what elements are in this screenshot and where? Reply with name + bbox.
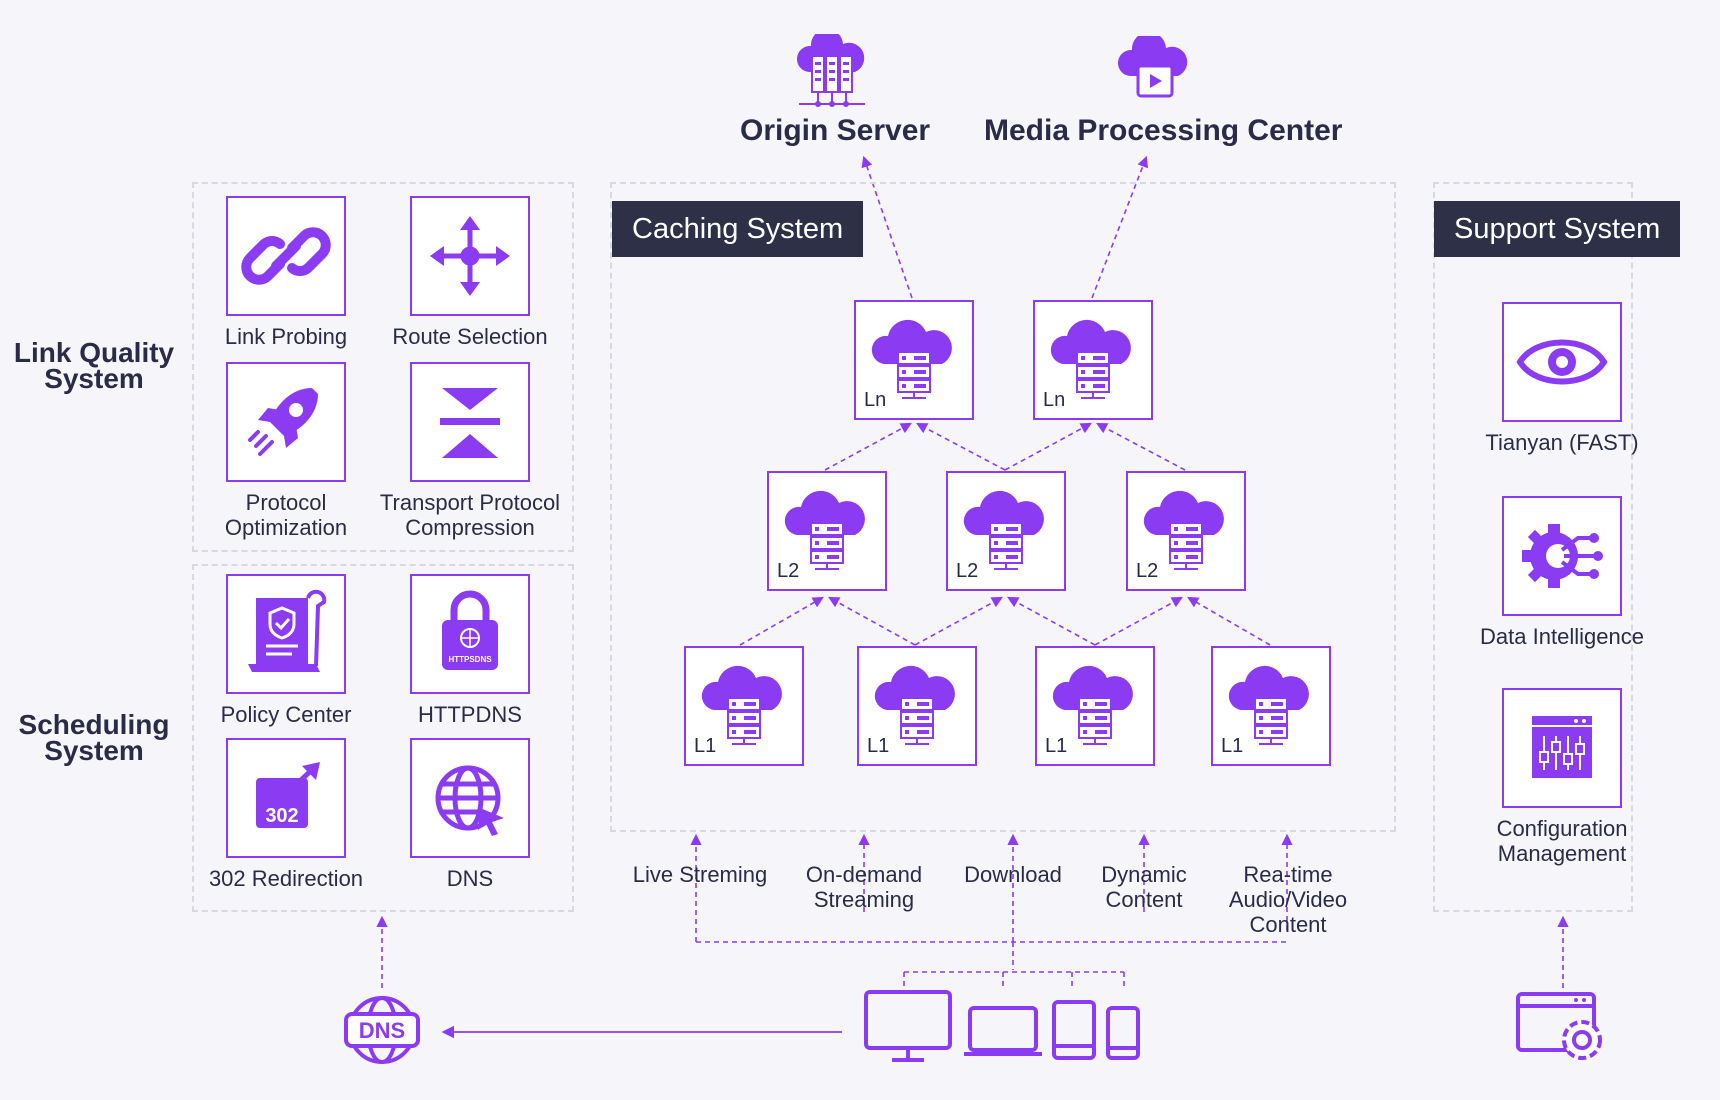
cloud-server-icon <box>874 665 955 745</box>
data-intelligence-label: Data Intelligence <box>1480 624 1644 649</box>
302-redirection-label: 302 Redirection <box>208 866 364 891</box>
cloud-server-icon <box>1052 665 1133 745</box>
dns-globe-text: DNS <box>359 1018 405 1043</box>
support-system-panel <box>1433 182 1633 912</box>
cache-level-label: L1 <box>1045 735 1068 757</box>
scheduling-system-title: Scheduling System <box>18 709 170 766</box>
link-quality-panel <box>192 182 574 552</box>
cache-node-ln-1: Ln <box>854 300 974 420</box>
caching-system-title: Caching System <box>612 201 864 257</box>
cache-level-label: L1 <box>1221 735 1244 757</box>
link-probing-label: Link Probing <box>224 324 348 349</box>
globe-cursor-icon <box>435 765 504 836</box>
tianyan-box <box>1502 302 1622 422</box>
media-processing-cloud-icon <box>1118 36 1188 98</box>
redirect-icon-text: 302 <box>265 805 298 827</box>
cloud-server-icon <box>1228 665 1309 745</box>
policy-document-icon <box>248 589 327 672</box>
eye-icon <box>1516 339 1608 385</box>
content-type-realtime-av: Rea-time Audio/Video Content <box>1228 862 1348 937</box>
cache-level-label: Ln <box>864 389 887 411</box>
route-selection-label: Route Selection <box>392 324 548 349</box>
content-type-live-streaming: Live Streming <box>632 862 768 887</box>
transport-protocol-compression-box <box>410 362 530 482</box>
caching-system-panel <box>610 182 1396 832</box>
cache-level-label: L1 <box>694 735 717 757</box>
settings-sliders-icon <box>1532 716 1592 778</box>
cloud-server-icon <box>784 490 865 570</box>
cache-level-label: L2 <box>777 560 800 582</box>
origin-server-cloud-icon <box>797 34 865 107</box>
cache-node-l1-4: L1 <box>1211 646 1331 766</box>
data-intelligence-box <box>1502 496 1622 616</box>
httpdns-label: HTTPDNS <box>418 702 522 727</box>
scheduling-panel <box>192 564 574 912</box>
protocol-optimization-box <box>226 362 346 482</box>
route-selection-box <box>410 196 530 316</box>
support-system-title: Support System <box>1434 201 1681 257</box>
cache-node-l1-1: L1 <box>684 646 804 766</box>
cloud-server-icon <box>1143 490 1224 570</box>
redirect-302-icon: 302 <box>256 762 320 828</box>
cache-node-ln-2: Ln <box>1033 300 1153 420</box>
cloud-server-icon <box>1050 319 1131 399</box>
cloud-server-icon <box>701 665 782 745</box>
cache-node-l2-2: L2 <box>946 471 1066 591</box>
compress-icon <box>440 388 500 458</box>
content-type-download: Download <box>964 862 1062 887</box>
policy-center-box <box>226 574 346 694</box>
move-arrows-icon <box>430 216 510 296</box>
cache-node-l2-3: L2 <box>1126 471 1246 591</box>
dns-label: DNS <box>446 866 494 891</box>
redirection-box: 302 <box>226 738 346 858</box>
tianyan-label: Tianyan (FAST) <box>1485 430 1639 455</box>
cache-level-label: L2 <box>956 560 979 582</box>
cache-level-label: L1 <box>867 735 890 757</box>
dns-globe-icon: DNS <box>344 996 420 1064</box>
origin-server-title: Origin Server <box>740 114 931 147</box>
devices-icon <box>864 990 1140 1062</box>
link-quality-system-title: Link Quality System <box>13 337 175 394</box>
cache-node-l1-3: L1 <box>1035 646 1155 766</box>
configuration-management-label: Configuration Management <box>1496 816 1628 866</box>
cache-level-label: L2 <box>1136 560 1159 582</box>
transport-protocol-compression-label: Transport Protocol Compression <box>379 490 561 540</box>
chain-link-icon <box>241 227 331 285</box>
browser-settings-icon <box>1516 992 1602 1060</box>
cloud-server-icon <box>871 319 952 399</box>
padlock-icon: HTTPSDNS <box>442 590 498 670</box>
policy-center-label: Policy Center <box>220 702 352 727</box>
dns-box <box>410 738 530 858</box>
rocket-icon <box>248 388 318 456</box>
httpdns-box: HTTPSDNS <box>410 574 530 694</box>
cache-node-l1-2: L1 <box>857 646 977 766</box>
gear-network-icon <box>1522 524 1603 588</box>
media-processing-center-title: Media Processing Center <box>984 114 1343 147</box>
cache-node-l2-1: L2 <box>767 471 887 591</box>
configuration-management-box <box>1502 688 1622 808</box>
protocol-optimization-label: Protocol Optimization <box>224 490 348 540</box>
httpdns-icon-text: HTTPSDNS <box>448 655 492 664</box>
link-probing-box <box>226 196 346 316</box>
cache-level-label: Ln <box>1043 389 1066 411</box>
content-type-on-demand-streaming: On-demand Streaming <box>805 862 923 912</box>
content-type-dynamic-content: Dynamic Content <box>1101 862 1187 912</box>
cloud-server-icon <box>963 490 1044 570</box>
